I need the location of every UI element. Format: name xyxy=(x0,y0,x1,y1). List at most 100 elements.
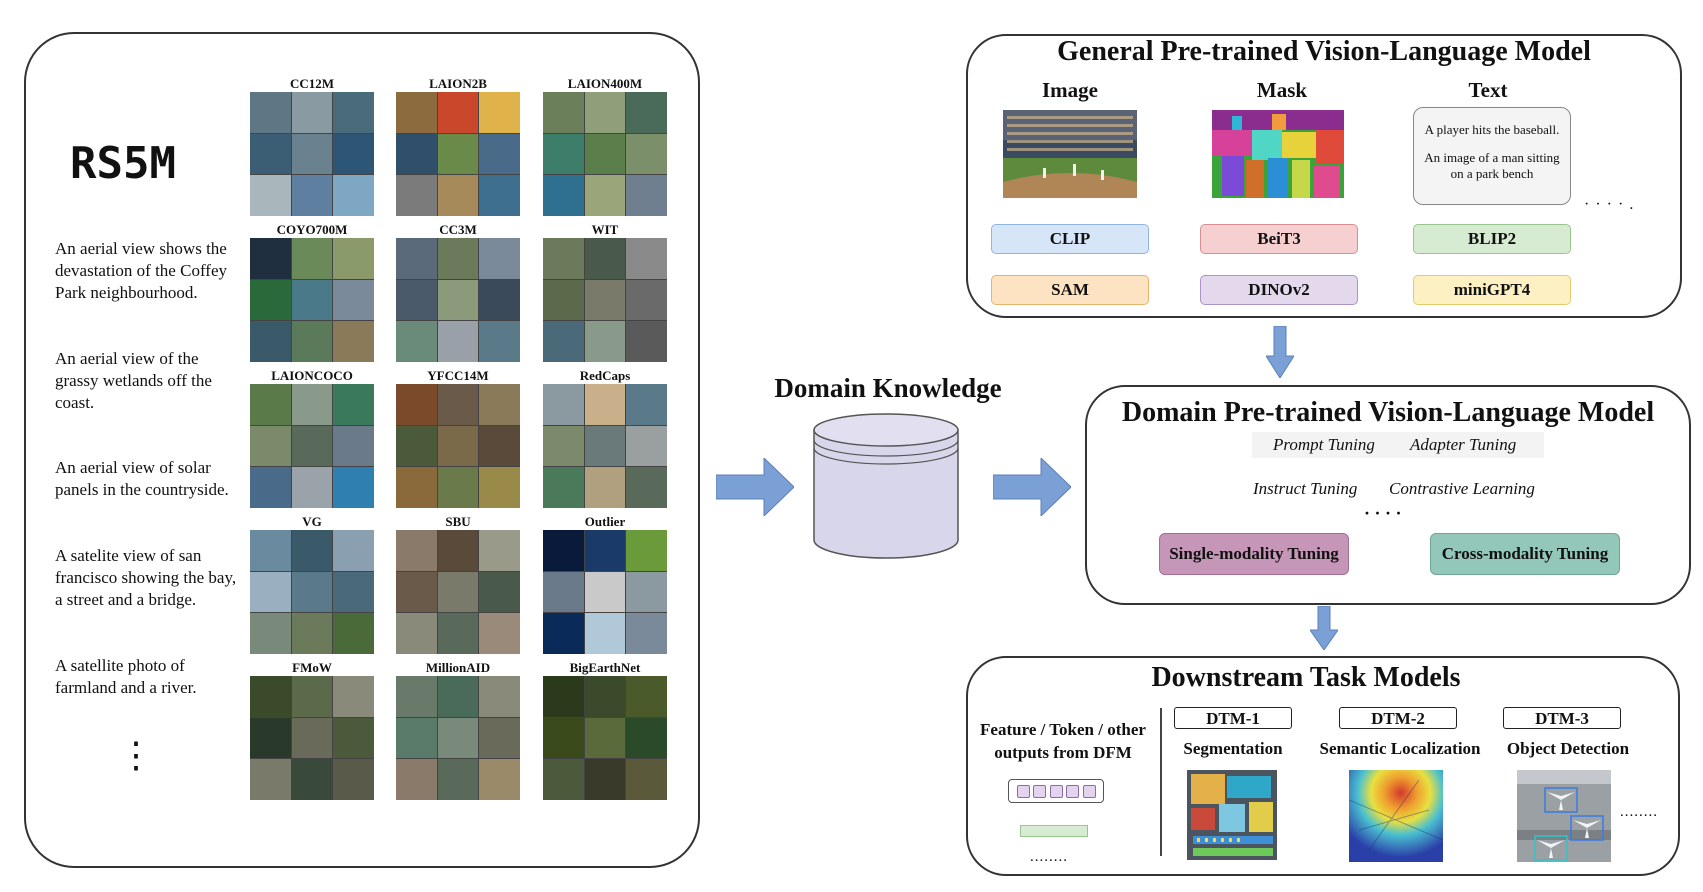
dataset-thumbnail xyxy=(291,467,333,508)
dataset-thumbnail xyxy=(291,175,333,216)
dataset-thumbnail xyxy=(333,175,374,216)
dataset-thumbnail xyxy=(396,530,437,571)
dataset-thumbnail xyxy=(437,467,479,508)
dataset-thumbnail xyxy=(626,676,667,717)
text-example-card: A player hits the baseball. An image of … xyxy=(1413,107,1571,205)
dataset-thumbnail xyxy=(396,676,437,717)
dataset-thumbnail xyxy=(250,759,291,800)
dataset-thumbnail xyxy=(396,613,437,654)
dataset-thumbnail xyxy=(543,175,584,216)
dataset-thumbnail xyxy=(543,92,584,133)
more-tasks-dots: ........ xyxy=(1620,804,1658,820)
general-model-title: General Pre-trained Vision-Language Mode… xyxy=(1057,36,1591,67)
dataset-image-grid xyxy=(396,238,520,362)
dataset-label: MillionAID xyxy=(425,660,491,675)
column-text-label: Text xyxy=(1468,78,1508,102)
dataset-thumbnail xyxy=(396,133,437,175)
downstream-divider xyxy=(1160,708,1162,856)
dataset-thumbnail xyxy=(291,92,333,133)
method-adapter-tuning: Adapter Tuning xyxy=(1410,435,1517,454)
dataset-thumbnail xyxy=(479,133,520,175)
more-models-dots: · · · · . xyxy=(1584,196,1635,213)
dataset-thumbnail xyxy=(396,321,437,362)
dataset-thumbnail xyxy=(291,571,333,613)
dataset-thumbnail xyxy=(584,133,626,175)
dataset-thumbnail xyxy=(479,92,520,133)
dataset-thumbnail xyxy=(291,279,333,321)
dataset-image-grid xyxy=(250,530,374,654)
dataset-label: WIT xyxy=(591,222,619,237)
dataset-thumbnail xyxy=(291,676,333,717)
dataset-thumbnail xyxy=(584,175,626,216)
dataset-thumbnail xyxy=(333,425,374,467)
database-cylinder-icon xyxy=(813,413,959,559)
token xyxy=(1066,784,1079,798)
dataset-thumbnail xyxy=(250,384,291,425)
dataset-label: SBU xyxy=(445,514,471,529)
dataset-thumbnail xyxy=(333,384,374,425)
dataset-thumbnail xyxy=(437,384,479,425)
dtm-2-name: Semantic Localization xyxy=(1319,739,1481,758)
dataset-thumbnail xyxy=(479,613,520,654)
dataset-thumbnail xyxy=(250,530,291,571)
caption-4: A satelite view of san francisco showing… xyxy=(55,546,237,609)
dataset-thumbnail xyxy=(543,759,584,800)
method-bar-top xyxy=(1252,432,1544,458)
dataset-thumbnail xyxy=(291,759,333,800)
dataset-thumbnail xyxy=(437,530,479,571)
dataset-thumbnail xyxy=(333,613,374,654)
dataset-label: CC12M xyxy=(289,76,335,91)
dataset-thumbnail xyxy=(333,92,374,133)
dataset-thumbnail xyxy=(333,279,374,321)
dataset-thumbnail xyxy=(584,92,626,133)
dataset-thumbnail xyxy=(291,530,333,571)
dataset-thumbnail xyxy=(250,92,291,133)
dataset-thumbnail xyxy=(626,92,667,133)
dataset-thumbnail xyxy=(250,279,291,321)
column-mask-label: Mask xyxy=(1256,78,1308,102)
token-bar xyxy=(1008,779,1104,803)
dataset-thumbnail xyxy=(543,238,584,279)
dataset-thumbnail xyxy=(250,717,291,759)
caption-2: An aerial view of the grassy wetlands of… xyxy=(55,349,212,412)
dataset-thumbnail xyxy=(479,321,520,362)
dataset-thumbnail xyxy=(396,425,437,467)
dataset-image-grid xyxy=(543,676,667,800)
arrow-down-to-domain-model xyxy=(1266,326,1294,378)
dataset-thumbnail xyxy=(626,133,667,175)
dataset-label: CC3M xyxy=(439,222,477,237)
model-dinov2: DINOv2 xyxy=(1200,275,1358,305)
dataset-thumbnail xyxy=(250,467,291,508)
dataset-thumbnail xyxy=(291,238,333,279)
token xyxy=(1016,784,1030,798)
dataset-thumbnail xyxy=(543,425,584,467)
dataset-thumbnail xyxy=(437,676,479,717)
dataset-image-grid xyxy=(396,384,520,508)
dataset-thumbnail xyxy=(396,175,437,216)
dataset-thumbnail xyxy=(626,613,667,654)
dataset-label: COYO700M xyxy=(276,222,348,237)
dataset-thumbnail xyxy=(479,425,520,467)
dataset-image-grid xyxy=(250,238,374,362)
dataset-thumbnail xyxy=(396,571,437,613)
dataset-image-grid xyxy=(543,384,667,508)
dataset-thumbnail xyxy=(437,175,479,216)
dataset-thumbnail xyxy=(584,759,626,800)
dataset-thumbnail xyxy=(543,384,584,425)
domain-knowledge-title: Domain Knowledge xyxy=(774,373,1002,403)
dataset-thumbnail xyxy=(250,133,291,175)
dataset-thumbnail xyxy=(333,571,374,613)
cross-modality-tuning: Cross-modality Tuning xyxy=(1430,533,1620,575)
dataset-thumbnail xyxy=(437,613,479,654)
dataset-thumbnail xyxy=(626,321,667,362)
dataset-thumbnail xyxy=(437,133,479,175)
dataset-thumbnail xyxy=(584,530,626,571)
dataset-label: RedCaps xyxy=(579,368,631,383)
dataset-thumbnail xyxy=(333,238,374,279)
dataset-thumbnail xyxy=(626,425,667,467)
dataset-thumbnail xyxy=(543,717,584,759)
dataset-thumbnail xyxy=(396,238,437,279)
method-prompt-tuning: Prompt Tuning xyxy=(1273,435,1375,454)
arrow-to-cylinder xyxy=(716,458,794,516)
dataset-label: VG xyxy=(302,514,322,529)
